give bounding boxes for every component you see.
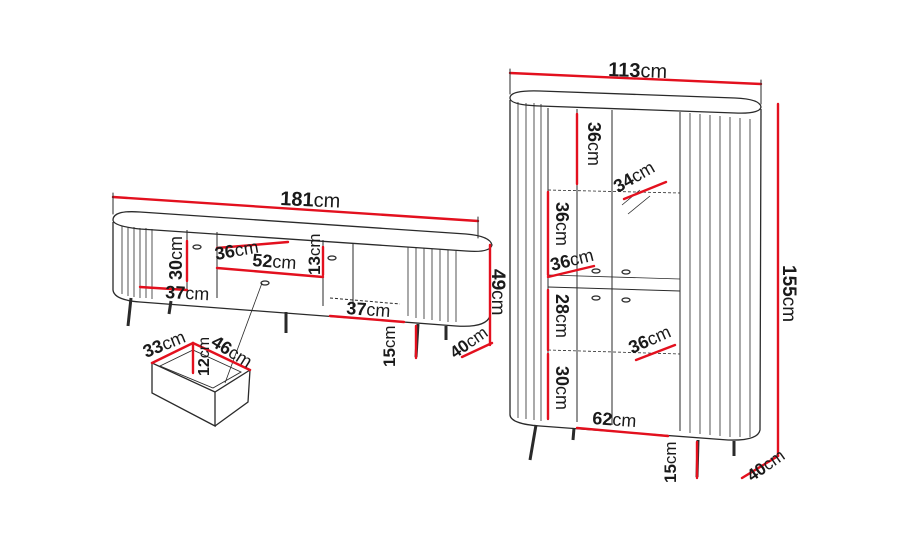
- tall-glass-shelf-label: 34cm: [610, 157, 658, 196]
- tall-glass-shelf-line: [622, 180, 668, 201]
- tv-depth-line: [460, 341, 494, 359]
- tv-cabinet-front: [112, 222, 491, 327]
- tv-compartment-height-label: 30cm: [166, 236, 186, 280]
- tv-leg-label: 15cm: [380, 325, 399, 367]
- tall-glass-compartment-label: 36cm: [552, 202, 572, 246]
- tall-lower-shelf-line: [634, 343, 677, 362]
- tv-depth-label: 40cm: [446, 323, 491, 362]
- tall-top-compartment-label: 36cm: [584, 122, 604, 166]
- tall-bottom-compartment-label: 30cm: [552, 366, 572, 410]
- tv-shelf-label: 36cm: [213, 237, 260, 264]
- drawer-width-label: 46cm: [208, 331, 256, 371]
- tall-lower-compartment-label: 28cm: [552, 294, 572, 338]
- tv-width-label: 181cm: [280, 188, 341, 213]
- tall-height-label: 155cm: [778, 265, 799, 322]
- tv-right-shelf-label: 37cm: [346, 298, 391, 321]
- tall-middle-shelf-label: 36cm: [548, 245, 596, 275]
- dimension-lines: [111, 68, 780, 480]
- tall-lower-shelf-label: 36cm: [625, 321, 673, 357]
- tv-left-shelf-label: 37cm: [165, 282, 210, 304]
- drawer-depth-line: [150, 341, 195, 365]
- drawer-height-label: 12cm: [196, 337, 213, 376]
- tall-depth-label: 40cm: [743, 446, 788, 485]
- tv-left-shelf-line: [138, 285, 189, 292]
- tv-drawer-front-width-label: 52cm: [252, 250, 297, 273]
- tall-depth-line: [740, 454, 780, 480]
- drawer-width-line: [191, 341, 252, 372]
- tall-width-label: 113cm: [608, 59, 668, 83]
- tv-drawer-front-width-line: [215, 266, 325, 279]
- tall-cabinet-top: [509, 90, 762, 114]
- tall-leg-label: 15cm: [661, 441, 680, 483]
- tall-base-line: [575, 426, 670, 438]
- tv-shelf-line: [215, 240, 290, 250]
- tall-width-line: [508, 71, 763, 86]
- tv-width-line: [111, 195, 480, 223]
- tall-middle-shelf-line: [546, 264, 596, 279]
- tv-drawer-front-height-label: 13cm: [305, 233, 324, 275]
- tv-cabinet-drawing: [112, 211, 493, 358]
- tv-height-label: 49cm: [487, 269, 508, 315]
- tall-base-label: 62cm: [592, 408, 637, 431]
- tv-right-shelf-line: [328, 314, 406, 324]
